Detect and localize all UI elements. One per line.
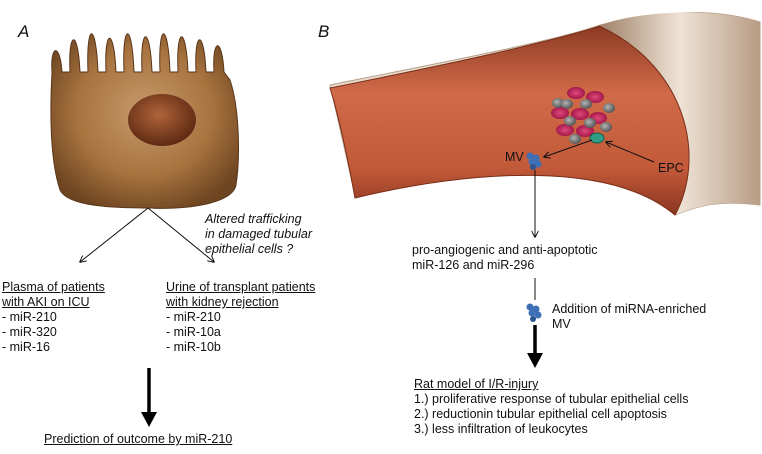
arrow-label-to-epc [606,142,655,163]
plasma-title: Plasma of patients [2,280,105,294]
mv-label: MV [505,150,524,164]
urine-title: Urine of transplant patients [166,280,316,294]
rat-model-item: 1.) proliferative response of tubular ep… [414,392,689,406]
urine-item: - miR-210 [166,310,221,324]
plasma-item: - miR-16 [2,340,50,354]
rat-model-item: 3.) less infiltration of leukocytes [414,422,588,436]
epc-label: EPC [658,161,684,175]
arrow-to-rat-model [527,325,543,368]
arrow-to-plasma [80,207,149,262]
tubular-epithelial-cell [50,33,239,209]
platelet [552,98,564,108]
urine-item: - miR-10b [166,340,221,354]
arrow-to-outcome [141,368,157,427]
panel-b-label: B [318,22,330,41]
blood-vessel [329,12,761,216]
pro-text-line: miR-126 and miR-296 [412,258,535,272]
panel-a-label: A [18,22,30,41]
epc-cell [589,132,605,144]
addition-text: Addition of miRNA-enriched MV [552,302,706,332]
rat-model-box: Rat model of I/R-injury 1.) proliferativ… [414,377,688,437]
platelet [600,122,612,132]
platelet [603,103,615,113]
mv-cluster-addition [526,303,542,322]
red-blood-cell [551,107,569,119]
platelet [580,99,592,109]
red-blood-cell [571,108,589,120]
platelet [564,116,576,126]
arrow-epc-to-mv [544,139,593,157]
plasma-box: Plasma of patients with AKI on ICU - miR… [2,280,105,355]
rat-model-item: 2.) reductionin tubular epithelial cell … [414,407,667,421]
pro-angiogenic-text: pro-angiogenic and anti-apoptotic miR-12… [412,243,598,273]
rat-model-title: Rat model of I/R-injury [414,377,539,391]
plasma-item: - miR-210 [2,310,57,324]
platelet [569,134,581,144]
annotation-line: in damaged tubular [205,227,313,241]
urine-box: Urine of transplant patients with kidney… [166,280,315,355]
red-blood-cell [567,87,585,99]
platelet [561,99,573,109]
annotation-line: Altered trafficking [205,212,302,226]
addition-line: MV [552,317,571,331]
arrow-to-urine [147,207,214,262]
pro-text-line: pro-angiogenic and anti-apoptotic [412,243,598,257]
annotation-line: epithelial cells ? [205,242,294,256]
red-blood-cell [576,125,594,137]
red-blood-cell [586,91,604,103]
platelet [584,118,596,128]
outcome-text: Prediction of outcome by miR-210 [44,432,233,446]
urine-item: - miR-10a [166,325,221,339]
urine-title: with kidney rejection [166,295,279,309]
nucleus [128,94,196,146]
plasma-title: with AKI on ICU [2,295,90,309]
annotation-text: Altered trafficking in damaged tubular e… [205,212,312,257]
mv-cluster [526,152,542,170]
red-blood-cell [556,124,574,136]
addition-line: Addition of miRNA-enriched [552,302,707,316]
plasma-item: - miR-320 [2,325,57,339]
blood-cells-cluster [551,87,615,144]
